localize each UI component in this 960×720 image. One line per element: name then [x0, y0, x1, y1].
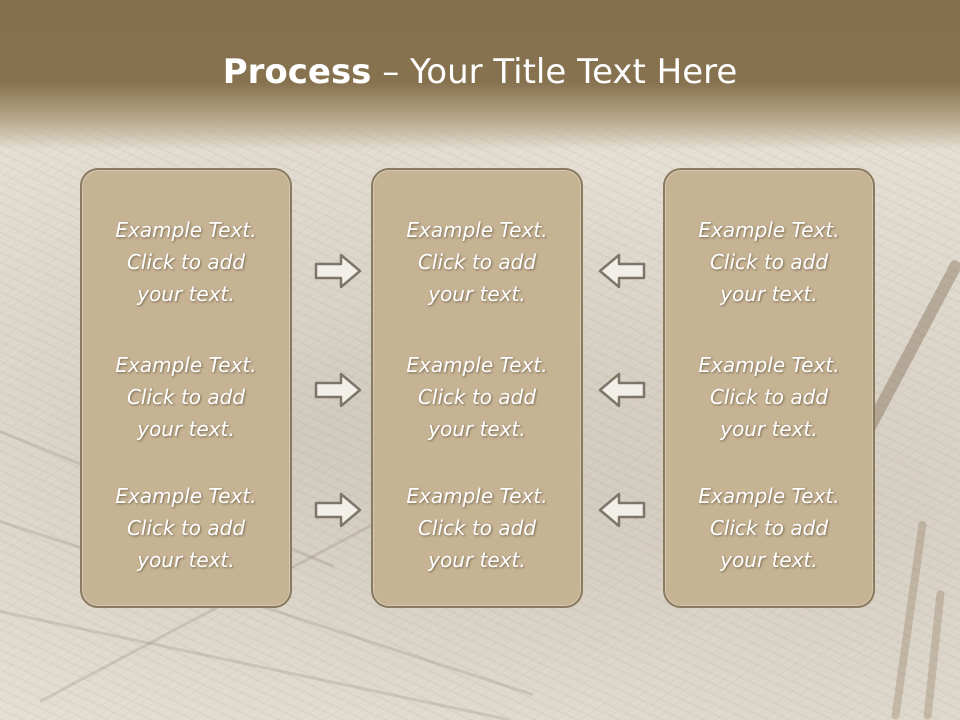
text-item[interactable]: Example Text. Click to add your text. [665, 480, 873, 576]
text-line: your text. [428, 548, 526, 572]
background-rebar [923, 589, 945, 720]
title-bold: Process [222, 52, 372, 92]
text-item[interactable]: Example Text. Click to add your text. [82, 349, 290, 445]
title-rest: – Your Title Text Here [371, 52, 738, 92]
text-line: Example Text. [115, 218, 257, 242]
text-line: Example Text. [698, 484, 840, 508]
text-line: Example Text. [406, 484, 548, 508]
text-line: Click to add [126, 250, 246, 274]
text-line: Click to add [417, 516, 537, 540]
text-item[interactable]: Example Text. Click to add your text. [373, 349, 581, 445]
text-line: Click to add [709, 516, 829, 540]
text-line: Click to add [709, 385, 829, 409]
title-bar [0, 0, 960, 150]
text-line: Click to add [417, 250, 537, 274]
text-line: your text. [428, 282, 526, 306]
text-item[interactable]: Example Text. Click to add your text. [373, 214, 581, 310]
text-line: Click to add [709, 250, 829, 274]
text-line: Example Text. [406, 218, 548, 242]
left-arrow-icon [598, 253, 646, 289]
text-line: your text. [428, 417, 526, 441]
text-line: Example Text. [698, 218, 840, 242]
background-rebar [891, 520, 927, 720]
text-item[interactable]: Example Text. Click to add your text. [82, 214, 290, 310]
text-line: Example Text. [406, 353, 548, 377]
text-box-right[interactable]: Example Text. Click to add your text. Ex… [663, 168, 875, 608]
text-item[interactable]: Example Text. Click to add your text. [665, 349, 873, 445]
text-line: Click to add [126, 385, 246, 409]
text-box-left[interactable]: Example Text. Click to add your text. Ex… [80, 168, 292, 608]
text-line: your text. [137, 282, 235, 306]
right-arrow-icon [314, 492, 362, 528]
text-line: your text. [720, 548, 818, 572]
text-line: Example Text. [698, 353, 840, 377]
text-box-center[interactable]: Example Text. Click to add your text. Ex… [371, 168, 583, 608]
right-arrow-icon [314, 372, 362, 408]
text-line: Click to add [417, 385, 537, 409]
left-arrow-icon [598, 372, 646, 408]
slide-title[interactable]: Process – Your Title Text Here [0, 52, 960, 92]
text-line: Click to add [126, 516, 246, 540]
text-line: Example Text. [115, 353, 257, 377]
left-arrow-icon [598, 492, 646, 528]
text-item[interactable]: Example Text. Click to add your text. [665, 214, 873, 310]
text-line: your text. [720, 282, 818, 306]
text-line: Example Text. [115, 484, 257, 508]
text-line: your text. [137, 417, 235, 441]
text-item[interactable]: Example Text. Click to add your text. [373, 480, 581, 576]
right-arrow-icon [314, 253, 362, 289]
text-item[interactable]: Example Text. Click to add your text. [82, 480, 290, 576]
text-line: your text. [720, 417, 818, 441]
text-line: your text. [137, 548, 235, 572]
background-grid-line [0, 610, 509, 720]
